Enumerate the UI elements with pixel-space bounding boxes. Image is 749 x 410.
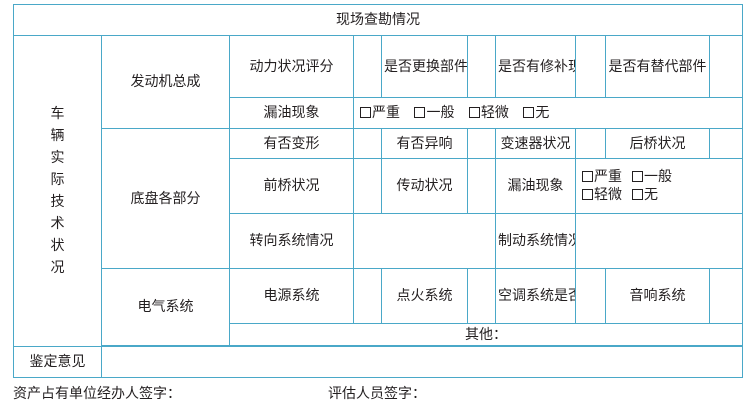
ignition-label: 点火系统 [381,268,468,324]
noise-value[interactable] [467,128,496,159]
engine-oil-leak-option[interactable]: 轻微 [468,104,509,122]
transmission-value[interactable] [575,128,606,159]
checkbox-icon[interactable] [360,107,371,118]
drivetrain-value[interactable] [467,158,496,214]
chassis-oil-leak-option[interactable]: 轻微 [582,186,622,204]
brake-label: 制动系统情况 [495,213,576,269]
checkbox-icon[interactable] [523,107,535,118]
power-system-label: 电源系统 [229,268,354,324]
owner-agent-signature-label: 资产占有单位经办人签字： [13,386,181,402]
checkbox-icon[interactable] [632,171,643,182]
substitute-parts-label: 是否有替代部件 [605,35,710,98]
form-title: 现场查勘情况 [12,4,744,36]
drivetrain-label: 传动状况 [381,158,468,214]
checkbox-icon[interactable] [582,189,593,200]
power-system-value[interactable] [353,268,382,324]
rear-axle-value[interactable] [708,128,744,159]
engine-oil-leak-label: 漏油现象 [229,97,354,129]
steering-value[interactable] [353,213,496,269]
front-axle-value[interactable] [353,158,382,214]
engine-oil-leak-option[interactable]: 一般 [414,104,454,122]
ac-label: 空调系统是否有效 [495,268,576,324]
power-rating-value[interactable] [353,35,382,98]
checkbox-icon[interactable] [582,171,593,182]
appraisal-value[interactable] [100,346,744,378]
checkbox-icon[interactable] [468,107,480,118]
front-axle-label: 前桥状况 [229,158,354,214]
replace-parts-value[interactable] [467,35,496,98]
appraiser-signature-label: 评估人员签字： [328,386,426,402]
deformation-value[interactable] [353,128,382,159]
chassis-oil-leak-option[interactable]: 严重 [582,168,622,186]
chassis-oil-leak-label: 漏油现象 [495,158,576,214]
engine-group-label: 发动机总成 [101,35,230,129]
substitute-parts-value[interactable] [708,35,744,98]
brake-value[interactable] [574,213,744,269]
engine-oil-leak-options: 严重 一般 轻微 无 [352,97,744,129]
power-rating-label: 动力状况评分 [229,35,354,98]
audio-label: 音响系统 [605,268,710,324]
rear-axle-label: 后桥状况 [605,128,710,159]
ignition-value[interactable] [467,268,496,324]
chassis-oil-leak-option[interactable]: 一般 [632,168,672,186]
ac-value[interactable] [575,268,606,324]
noise-label: 有否异响 [381,128,468,159]
replace-parts-label: 是否更换部件 [381,35,468,98]
engine-oil-leak-option[interactable]: 无 [523,104,549,122]
engine-oil-leak-option[interactable]: 严重 [360,104,400,122]
chassis-oil-leak-options: 严重 一般 轻微 无 [574,158,744,214]
checkbox-icon[interactable] [632,189,643,200]
repair-value[interactable] [575,35,606,98]
steering-label: 转向系统情况 [229,213,354,269]
chassis-oil-leak-option[interactable]: 无 [632,186,672,204]
other-field[interactable]: 其他： [228,323,744,346]
appraisal-label: 鉴定意见 [13,346,102,378]
transmission-label: 变速器状况 [495,128,576,159]
checkbox-icon[interactable] [414,107,426,118]
vehicle-status-label: 车辆实际技术状况 [13,35,102,347]
audio-value[interactable] [708,268,744,324]
repair-label: 是否有修补现象 [495,35,576,98]
vehicle-inspection-table: 现场查勘情况 车辆实际技术状况 发动机总成 动力状况评分 是否更换部件 是否有修… [12,4,744,378]
electrical-group-label: 电气系统 [101,268,230,346]
deformation-label: 有否变形 [229,128,354,159]
chassis-group-label: 底盘各部分 [101,128,230,269]
